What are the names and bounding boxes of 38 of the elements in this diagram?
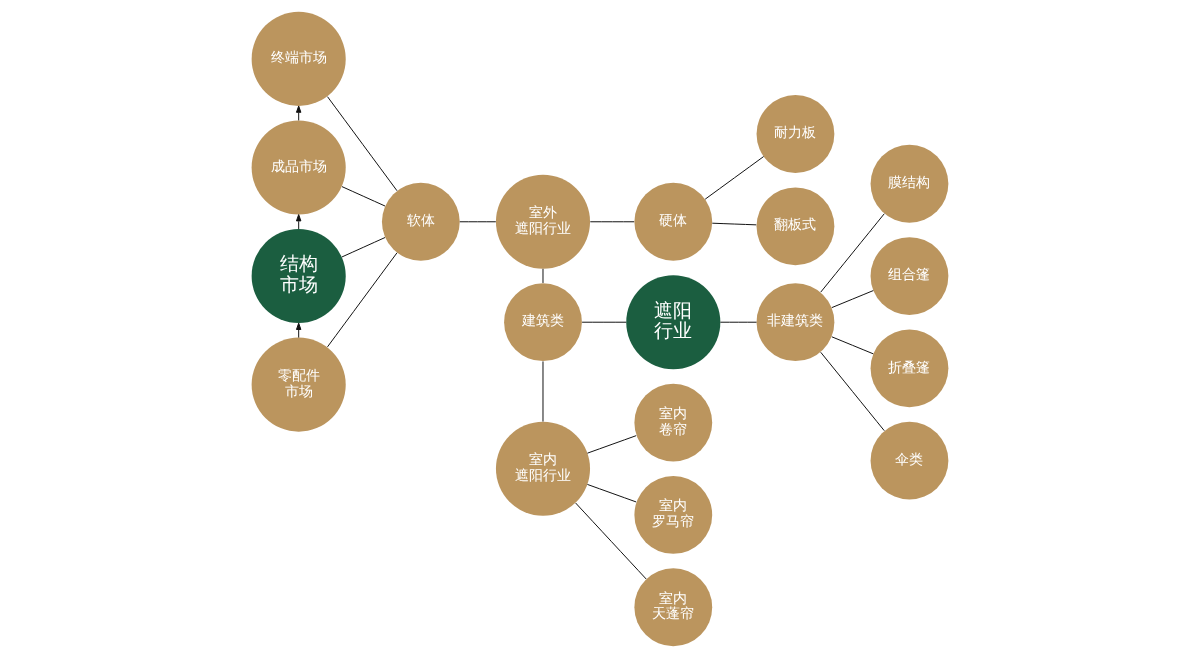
connector [719,321,757,323]
node-circle: 膜结构 [870,144,949,223]
connector [831,290,874,309]
connector [586,483,637,503]
node-circle: 非建筑类 [756,283,835,362]
node-circle: 结构市场 [251,229,346,324]
node-circle: 软体 [381,182,460,261]
connector [586,435,637,454]
node-circle: 遮阳行业 [626,275,721,370]
node-circle: 室内罗马帘 [634,476,713,554]
node-circle: 室内卷帘 [634,383,713,462]
connector [589,221,635,223]
connector [820,351,885,432]
connector [327,96,398,192]
connector [711,222,757,226]
node-circle: 硬体 [634,182,713,261]
node-circle: 组合篷 [870,237,949,315]
node-circle: 室内遮阳行业 [495,421,591,516]
connector [341,186,386,207]
node-circle: 终端市场 [251,11,346,106]
connector [704,156,765,200]
connector [459,221,497,223]
connector [820,213,885,293]
node-circle: 建筑类 [504,283,582,362]
node-circle: 折叠篷 [870,329,949,408]
node-circle: 成品市场 [251,120,346,215]
connector [575,502,647,580]
connector [327,252,398,348]
node-circle: 耐力板 [756,95,835,173]
connector [831,336,874,355]
node-circle: 零配件市场 [251,337,346,432]
arrow [295,322,302,339]
connector [581,321,627,323]
node-circle: 伞类 [870,421,949,500]
node-circle: 翻板式 [756,187,835,266]
node-circle: 室外遮阳行业 [495,174,591,269]
node-circle: 室内天蓬帘 [634,568,713,647]
connector [341,237,386,258]
